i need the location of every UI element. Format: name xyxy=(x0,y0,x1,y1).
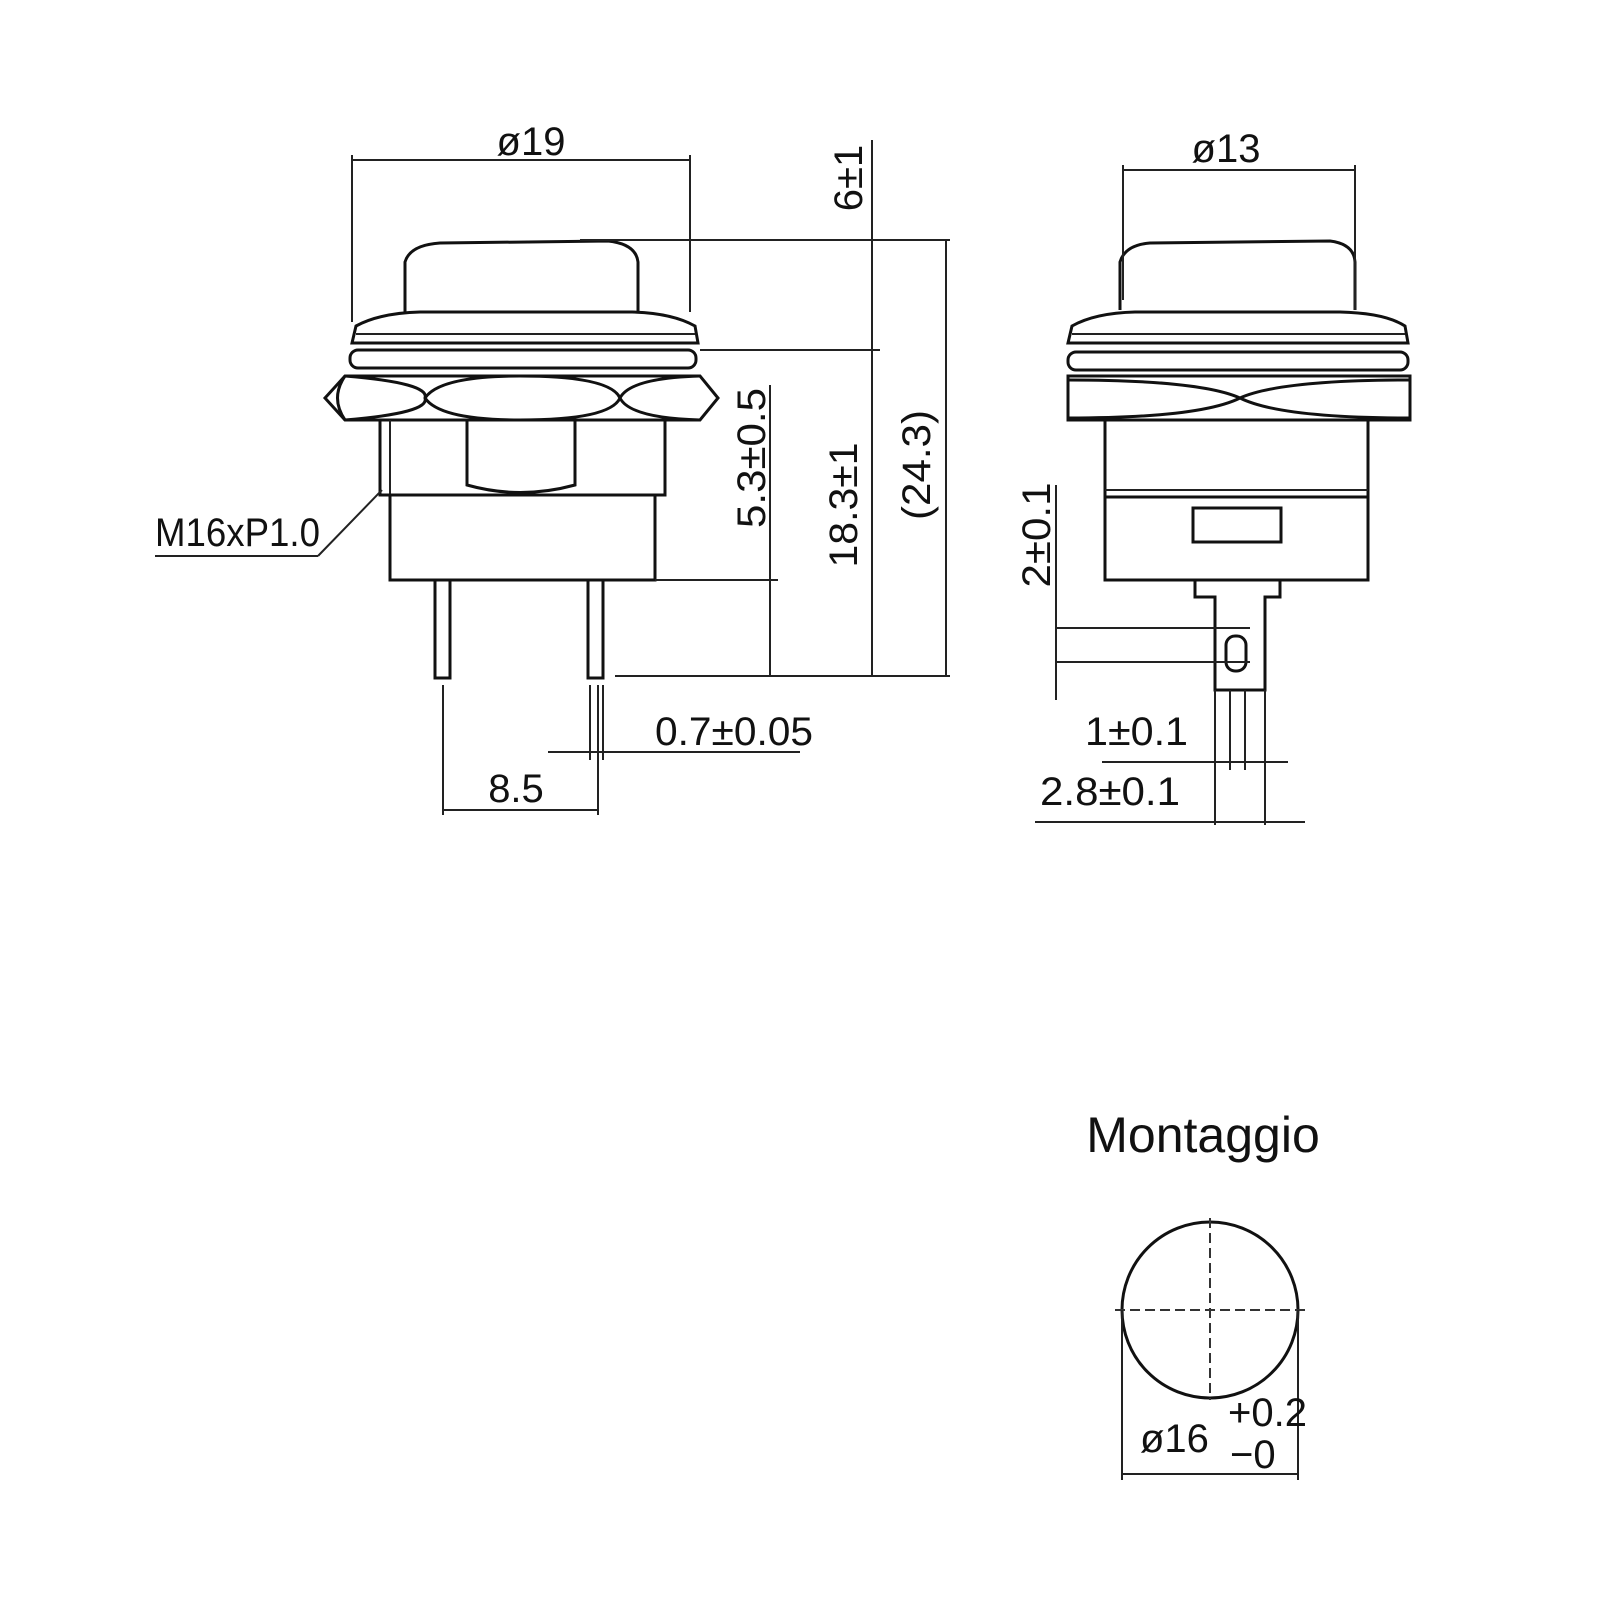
tolerance-plus-label: +0.2 xyxy=(1228,1391,1307,1435)
slot-height-label: 2±0.1 xyxy=(1015,483,1059,588)
side-view: ø19 M16xP1.0 6±1 5.3±0.5 18.3±1 (24.3) 0… xyxy=(155,120,950,815)
pin-left xyxy=(433,578,452,680)
mounting-hole: Montaggio ø16 +0.2 −0 xyxy=(1086,1107,1320,1480)
thread-label: M16xP1.0 xyxy=(155,511,320,555)
hole-diameter-label: ø16 xyxy=(1140,1417,1209,1461)
switch-outline-front xyxy=(1066,239,1412,692)
total-height-label: (24.3) xyxy=(895,410,939,520)
switch-outline-side xyxy=(322,239,720,680)
dimension-lines-front xyxy=(1035,165,1356,825)
diameter-19-label: ø19 xyxy=(497,120,566,164)
tolerance-minus-label: −0 xyxy=(1230,1433,1276,1477)
cap-height-label: 6±1 xyxy=(827,145,871,211)
pin-right xyxy=(586,578,605,680)
pin-spacing-label: 8.5 xyxy=(488,767,544,811)
mounting-title: Montaggio xyxy=(1086,1107,1320,1163)
pin-length-label: 5.3±0.5 xyxy=(730,388,774,528)
pin-thickness-label: 0.7±0.05 xyxy=(655,710,813,754)
diameter-13-label: ø13 xyxy=(1192,127,1261,171)
front-view: ø13 2±0.1 1±0.1 2.8±0.1 xyxy=(1015,127,1412,825)
body-height-label: 18.3±1 xyxy=(822,443,866,568)
slot-width-label: 1±0.1 xyxy=(1085,710,1188,754)
dimension-lines-side xyxy=(155,140,950,815)
terminal-width-label: 2.8±0.1 xyxy=(1040,770,1180,814)
terminal-slot xyxy=(1224,634,1248,673)
